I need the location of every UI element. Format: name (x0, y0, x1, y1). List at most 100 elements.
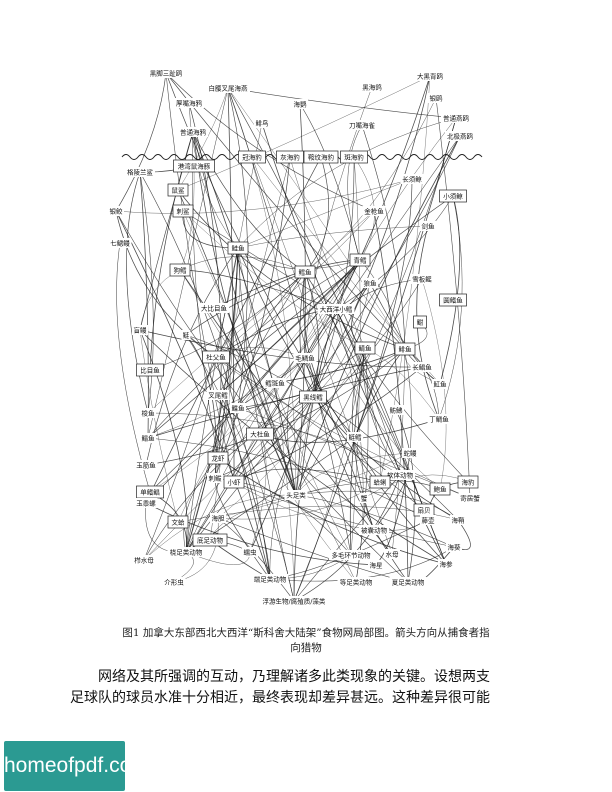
species-label: 海参 (440, 560, 454, 569)
species-node-backing (432, 379, 448, 389)
predation-edge (145, 156, 322, 504)
predation-edge (269, 519, 429, 580)
predation-edge (147, 87, 229, 439)
species-label: 格陵兰鲨 (127, 168, 154, 177)
species-node: 底足动物 (192, 533, 228, 547)
species-node: 蠕虫 (242, 547, 258, 557)
predation-edge (269, 396, 314, 580)
predation-edge (147, 195, 454, 439)
species-node: 鲍鱼 (429, 482, 451, 496)
predation-edge (237, 178, 413, 249)
species-node: 魟鱼 (432, 379, 448, 389)
species-node-backing (230, 403, 246, 413)
predation-edge (192, 131, 297, 496)
species-label: 海星 (370, 561, 384, 570)
predation-edge (147, 437, 429, 521)
species-label: 圆鳍鱼 (443, 296, 463, 305)
predation-edge (359, 259, 412, 454)
predation-edge (227, 87, 457, 119)
species-node: 狼鱼 (362, 278, 378, 288)
species-label: 蟹 (361, 494, 368, 503)
species-node-backing (360, 82, 384, 92)
species-node-box (172, 204, 194, 218)
species-node: 毛鳞鱼 (293, 353, 317, 363)
predation-edge (147, 259, 361, 439)
species-node: 叉尾鳕 (206, 390, 230, 400)
species-node-backing (317, 304, 355, 314)
predation-edge (185, 271, 306, 336)
species-label: 青鳕 (354, 256, 368, 265)
species-nodes: 黑脚三趾鸥白腰叉尾海燕厚嘴海鸦普通海鸦海鹦鲱鸟黑海鸽刀嘴海雀大黑背鸥银鸥普通燕鸥… (108, 68, 482, 606)
species-node: 海参 (438, 559, 454, 569)
species-node-box (207, 451, 229, 465)
species-node: 鲂鮄 (388, 405, 404, 415)
species-node-backing (450, 515, 466, 525)
species-node-backing (125, 167, 155, 177)
species-label: 桡足类动物 (170, 548, 203, 557)
species-node-backing (147, 68, 185, 78)
species-node-backing (388, 405, 404, 415)
species-node-box (246, 427, 274, 441)
species-node: 海胆 (210, 513, 226, 523)
species-node-backing (359, 525, 389, 535)
species-label: 叉尾鳕 (208, 391, 228, 400)
species-node: 冠海豹 (238, 150, 266, 164)
body-line-2: 足球队的球员水准十分相近，最终表现却差异甚远。这种差异很可能 (70, 690, 490, 706)
species-node-backing (108, 206, 124, 216)
species-label: 夏足类动物 (392, 578, 425, 587)
species-label: 鲢 (183, 331, 190, 340)
species-label: 冠海豹 (242, 153, 262, 162)
predation-edge (227, 87, 249, 409)
predation-edge (293, 308, 337, 602)
species-label: 藤壶 (422, 516, 436, 525)
predation-edge (335, 195, 454, 310)
predation-edge (179, 256, 306, 273)
species-node: 栉水母 (132, 555, 156, 565)
species-node-backing (293, 353, 317, 363)
species-node: 灰海豹 (276, 150, 304, 164)
species-label: 大比目鱼 (201, 304, 228, 313)
predation-edge (233, 366, 423, 483)
predation-edge (312, 396, 459, 521)
species-node: 大黑背鸥 (415, 71, 445, 81)
species-node-backing (458, 493, 482, 503)
predation-edge (139, 329, 188, 553)
figure-caption-line-1: 图1 加拿大东部西北大西洋“斯科舍大陆架”食物网局部图。箭头方向从捕食者指 (122, 627, 490, 639)
species-node: 等足类动物 (337, 577, 375, 587)
species-label: 鲂鮄 (390, 406, 404, 415)
species-label: 蠕虫 (244, 548, 258, 557)
predation-edge (217, 481, 381, 520)
species-label: 鳕鱼 (299, 268, 313, 277)
predation-edge (185, 334, 314, 398)
species-node-box (457, 475, 479, 489)
species-label: 比目鱼 (140, 366, 160, 375)
predation-edge (312, 75, 431, 398)
species-label: 海鞘 (452, 516, 466, 525)
species-label: 港湾鼠海豚 (178, 162, 211, 171)
species-label: 海葵 (448, 543, 462, 552)
species-node-backing (284, 490, 308, 500)
watermark-badge[interactable]: homeofpdf.com (4, 741, 149, 791)
species-node-backing (210, 513, 226, 523)
predation-edge (237, 122, 263, 249)
predation-edge (215, 247, 241, 358)
species-node: 白腰叉尾海燕 (206, 83, 250, 93)
species-node-backing (410, 362, 434, 372)
predation-edge (249, 433, 267, 553)
predation-edge (213, 307, 231, 479)
species-node: 海葵 (446, 542, 462, 552)
species-node-backing (384, 549, 400, 559)
species-node: 银鲛 (108, 206, 124, 216)
species-label: 长鲳鱼 (412, 363, 432, 372)
species-node: 海鹦 (292, 99, 308, 109)
species-node: 丁鲷鱼 (427, 414, 451, 424)
species-node-backing (362, 206, 386, 216)
species-node-backing (347, 120, 377, 130)
species-label: 刺鲨 (177, 208, 191, 216)
predation-edge (289, 156, 366, 349)
predation-edge (185, 135, 461, 553)
species-label: 等足类动物 (340, 578, 373, 587)
species-node: 鳕斑鱼 (263, 378, 287, 388)
species-node-backing (420, 221, 436, 231)
predation-edge (182, 210, 406, 350)
